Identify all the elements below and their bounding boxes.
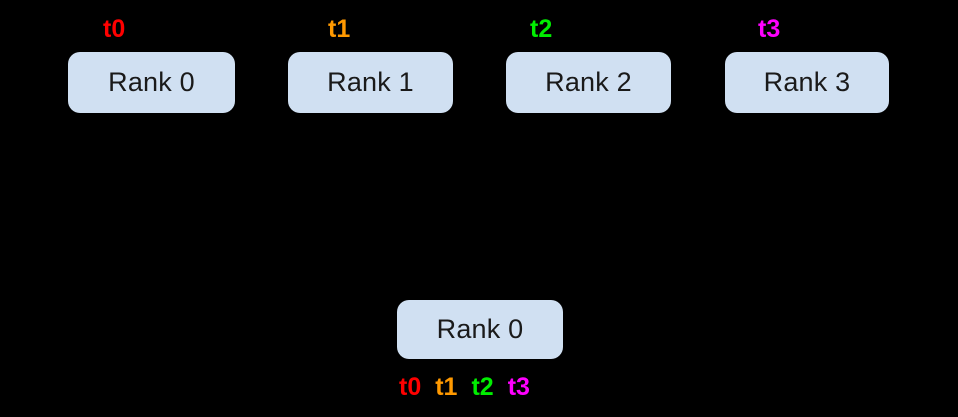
rank-box-aggregated: Rank 0 xyxy=(397,300,563,359)
tag-label-t2: t2 xyxy=(530,15,553,43)
rank-box-aggregated-label: Rank 0 xyxy=(436,314,524,344)
rank-box-0: Rank 0 xyxy=(68,52,235,113)
tag-label-t1: t1 xyxy=(328,15,351,43)
rank-box-2: Rank 2 xyxy=(506,52,671,113)
aggregated-tag-t1: t1 xyxy=(435,373,458,401)
rank-box-2-label: Rank 2 xyxy=(545,67,632,97)
rank-box-1: Rank 1 xyxy=(288,52,453,113)
aggregated-tag-row: t0 t1 t2 t3 xyxy=(399,375,530,400)
tag-label-t0: t0 xyxy=(103,15,126,43)
rank-box-0-label: Rank 0 xyxy=(108,67,195,97)
rank-box-3: Rank 3 xyxy=(725,52,889,113)
rank-box-1-label: Rank 1 xyxy=(327,67,414,97)
aggregated-tag-t2: t2 xyxy=(471,373,494,401)
aggregated-tag-t0: t0 xyxy=(399,373,422,401)
rank-box-3-label: Rank 3 xyxy=(763,67,851,97)
aggregated-tag-t3: t3 xyxy=(507,373,530,401)
tag-label-t3: t3 xyxy=(758,15,781,43)
